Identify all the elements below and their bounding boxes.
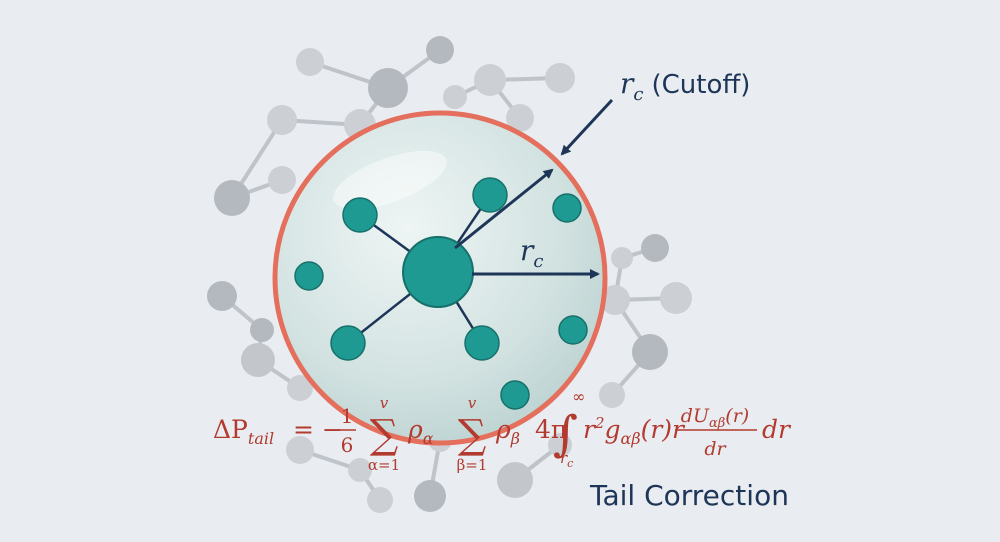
gray-atom xyxy=(296,48,324,76)
gray-atom xyxy=(286,436,314,464)
gray-atom xyxy=(660,282,692,314)
background-atoms xyxy=(207,36,692,513)
gray-atom xyxy=(214,180,250,216)
gray-atom xyxy=(506,104,534,132)
eq-deriv-num: dUαβ(r) xyxy=(681,405,749,431)
gray-atom xyxy=(474,64,506,96)
gray-atom xyxy=(348,458,372,482)
gray-atom xyxy=(641,234,669,262)
eq-dr: dr xyxy=(762,415,792,444)
gray-atom xyxy=(600,285,630,315)
gray-atom xyxy=(632,334,668,370)
eq-rho-beta: ρβ xyxy=(495,415,520,448)
eq-frac-num: 1 xyxy=(341,404,354,428)
radius-arrow-diagonal xyxy=(454,168,554,250)
eq-frac-den: 6 xyxy=(341,433,354,457)
eq-sum1-symbol: ∑ xyxy=(370,412,399,458)
caption-tail-correction: Tail Correction xyxy=(589,479,789,512)
gray-atom xyxy=(443,85,467,109)
eq-sum2-bottom: β=1 xyxy=(457,456,488,474)
eq-sum1-top: v xyxy=(380,394,389,412)
eq-four-pi: 4π xyxy=(535,415,567,444)
teal-atom xyxy=(330,325,366,361)
eq-int-symbol: ∫ xyxy=(553,406,578,462)
gray-atom xyxy=(611,247,633,269)
tail-correction-equation: ΔPtail = − 1 6 v ∑ α=1 ρα v ∑ β=1 ρβ 4π … xyxy=(213,387,792,474)
gray-atom xyxy=(241,343,275,377)
eq-rho-alpha: ρα xyxy=(407,415,434,448)
teal-atom xyxy=(294,261,324,291)
gray-atom xyxy=(414,480,446,512)
sphere-highlight xyxy=(333,150,447,210)
eq-integrand: r2gαβ(r)r xyxy=(583,414,686,448)
eq-equals-minus: = − xyxy=(293,415,343,444)
teal-atom xyxy=(472,177,508,213)
central-particle xyxy=(402,236,474,308)
teal-atom xyxy=(552,193,582,223)
gray-atom xyxy=(367,487,393,513)
eq-sum2-top: v xyxy=(468,394,477,412)
gray-atom xyxy=(268,166,296,194)
cutoff-pointer-arrow xyxy=(560,98,614,156)
teal-atom xyxy=(500,380,530,410)
gray-atom xyxy=(545,63,575,93)
gray-atom xyxy=(207,281,237,311)
eq-sum2-symbol: ∑ xyxy=(458,412,487,458)
eq-lhs: ΔPtail xyxy=(213,415,274,448)
gray-atom xyxy=(287,375,313,401)
gray-atom xyxy=(267,105,297,135)
gray-atom xyxy=(548,433,572,457)
eq-deriv-den: dr xyxy=(704,438,727,460)
teal-atom xyxy=(342,197,378,233)
teal-atom xyxy=(558,315,588,345)
eq-int-bottom: rc xyxy=(560,449,573,470)
gray-atom xyxy=(250,318,274,342)
eq-int-top: ∞ xyxy=(572,387,585,406)
gray-atom xyxy=(497,462,533,498)
gray-atom xyxy=(368,68,408,108)
teal-atoms xyxy=(294,177,588,410)
cutoff-label: rc(Cutoff) xyxy=(620,67,750,105)
eq-sum1-bottom: α=1 xyxy=(368,456,400,474)
teal-atom xyxy=(464,325,500,361)
radius-label: rc xyxy=(520,234,543,272)
gray-atom xyxy=(599,382,625,408)
gray-atom xyxy=(426,36,454,64)
